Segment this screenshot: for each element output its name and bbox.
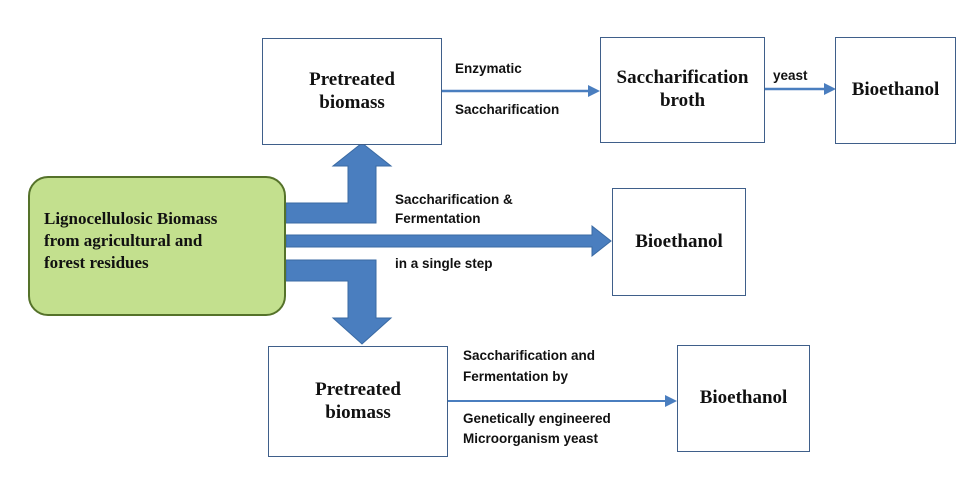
label-yeast: yeast (773, 68, 808, 83)
top-pretreated-line-2: biomass (319, 91, 385, 113)
block-arrow-up (285, 142, 393, 224)
label-saccharification-fermentation: Saccharification and (463, 348, 596, 363)
label-genetically-engineered: Genetically engineered (463, 411, 611, 426)
source-biomass-box: Lignocellulosic Biomass from agricultura… (28, 176, 286, 316)
top-bioethanol-label: Bioethanol (851, 79, 940, 101)
arrow-yeast-head (824, 83, 836, 95)
arrow-enzymatic-head (588, 85, 600, 97)
label-microorganism-yeast: Microorganism yeast (463, 431, 599, 446)
bottom-pretreated-biomass-box: Pretreated biomass (268, 346, 448, 457)
bottom-bioethanol-label: Bioethanol (699, 387, 788, 409)
top-bioethanol-box: Bioethanol (835, 37, 956, 144)
source-biomass-label: Lignocellulosic Biomass from agricultura… (44, 208, 274, 274)
top-pretreated-line-1: Pretreated (309, 68, 395, 90)
label-enzymatic: Enzymatic (455, 61, 522, 76)
broth-line-2: broth (659, 90, 706, 111)
label-fermentation-by: Fermentation by (463, 369, 569, 384)
top-pretreated-biomass-box: Pretreated biomass (262, 38, 442, 145)
middle-bioethanol-label: Bioethanol (635, 230, 723, 252)
source-line-2: from agricultural and (44, 231, 203, 251)
arrow-genetic-head (665, 395, 677, 407)
bottom-pretreated-line-2: biomass (325, 401, 391, 423)
bottom-bioethanol-box: Bioethanol (677, 345, 810, 452)
broth-line-1: Saccharification (616, 67, 749, 89)
label-saccharification-and: Saccharification & (395, 192, 513, 207)
label-single-step: in a single step (395, 256, 493, 271)
label-saccharification: Saccharification (455, 102, 560, 117)
block-arrow-down (285, 259, 393, 345)
bottom-pretreated-line-1: Pretreated (315, 378, 401, 400)
source-line-3: forest residues (44, 253, 149, 273)
saccharification-broth-box: Saccharification broth (600, 37, 765, 143)
source-line-1: Lignocellulosic Biomass (44, 209, 218, 228)
label-fermentation: Fermentation (395, 211, 481, 226)
block-arrow-right (285, 224, 612, 258)
middle-bioethanol-box: Bioethanol (612, 188, 746, 296)
